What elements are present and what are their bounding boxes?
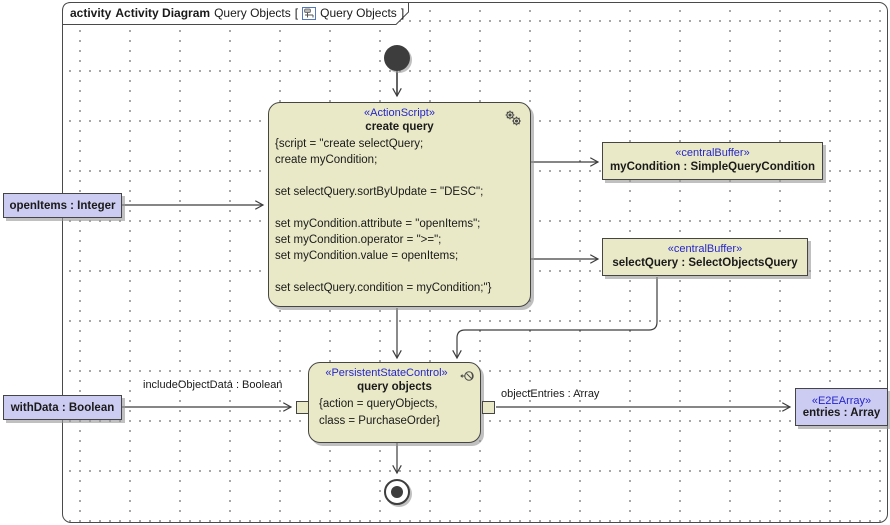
script-line: set myCondition.value = openItems; xyxy=(275,250,459,262)
frame-tab-shape xyxy=(62,2,409,25)
body-line: {action = queryObjects, xyxy=(319,398,438,410)
state-control-icon xyxy=(460,371,474,381)
mycondition-stereotype: «centralBuffer» xyxy=(675,147,750,159)
script-line: set selectQuery.condition = myCondition;… xyxy=(275,282,492,294)
edge-label-object-entries: objectEntries : Array xyxy=(501,388,600,400)
script-line xyxy=(275,200,524,216)
script-line: set myCondition.operator = ">="; xyxy=(275,234,442,246)
param-withdata-label: withData : Boolean xyxy=(10,401,115,414)
script-line xyxy=(275,264,524,280)
script-line: create myCondition; xyxy=(275,154,378,166)
activity-diagram-icon xyxy=(302,7,317,20)
create-query-script: {script = "create selectQuery; create my… xyxy=(269,133,530,296)
param-openitems[interactable]: openItems : Integer xyxy=(3,193,122,218)
frame-kind-label: activity xyxy=(70,6,112,20)
activity-final-dot xyxy=(391,486,403,498)
action-create-query[interactable]: «ActionScript» create query {script = "c… xyxy=(268,102,531,307)
query-objects-body: {action = queryObjects, class = Purchase… xyxy=(309,393,480,430)
frame-tab[interactable]: activity Activity Diagram Query Objects … xyxy=(70,5,404,21)
output-pin-object-entries[interactable] xyxy=(482,401,495,414)
query-objects-name: query objects xyxy=(357,381,432,393)
frame-ref-name: Query Objects xyxy=(320,6,397,20)
script-line xyxy=(275,168,524,184)
create-query-name: create query xyxy=(365,121,434,133)
param-withdata[interactable]: withData : Boolean xyxy=(3,395,122,420)
script-line: {script = "create selectQuery; xyxy=(275,138,424,150)
buffer-mycondition[interactable]: «centralBuffer» myCondition : SimpleQuer… xyxy=(602,142,823,180)
body-line: class = PurchaseOrder} xyxy=(319,415,441,427)
mycondition-name: myCondition : SimpleQueryCondition xyxy=(609,161,816,173)
edge-label-include-object-data: includeObjectData : Boolean xyxy=(143,379,283,391)
create-query-stereotype: «ActionScript» xyxy=(364,107,435,119)
param-entries-label: entries : Array xyxy=(802,407,881,419)
script-line: set myCondition.attribute = "openItems"; xyxy=(275,218,481,230)
selectquery-name: selectQuery : SelectObjectsQuery xyxy=(612,257,798,269)
query-objects-stereotype: «PersistentStateControl» xyxy=(325,367,448,379)
frame-diagram-name: Query Objects xyxy=(214,6,291,20)
action-query-objects[interactable]: «PersistentStateControl» query objects {… xyxy=(308,362,481,443)
gears-icon xyxy=(505,110,521,126)
frame-bracket-open: [ xyxy=(294,6,299,20)
frame-bracket-close: ] xyxy=(400,6,405,20)
edge-selectquery-to-query-objects[interactable] xyxy=(452,277,658,360)
param-openitems-label: openItems : Integer xyxy=(9,199,116,212)
input-pin-include-object-data[interactable] xyxy=(296,401,309,414)
buffer-selectquery[interactable]: «centralBuffer» selectQuery : SelectObje… xyxy=(602,238,808,276)
activity-final-node[interactable] xyxy=(384,479,410,505)
param-entries-stereotype: «E2EArray» xyxy=(811,395,872,407)
frame-type-label: Activity Diagram xyxy=(115,6,211,20)
selectquery-stereotype: «centralBuffer» xyxy=(667,243,743,255)
script-line: set selectQuery.sortByUpdate = "DESC"; xyxy=(275,186,484,198)
param-entries[interactable]: «E2EArray» entries : Array xyxy=(795,388,888,426)
initial-node[interactable] xyxy=(384,45,410,71)
